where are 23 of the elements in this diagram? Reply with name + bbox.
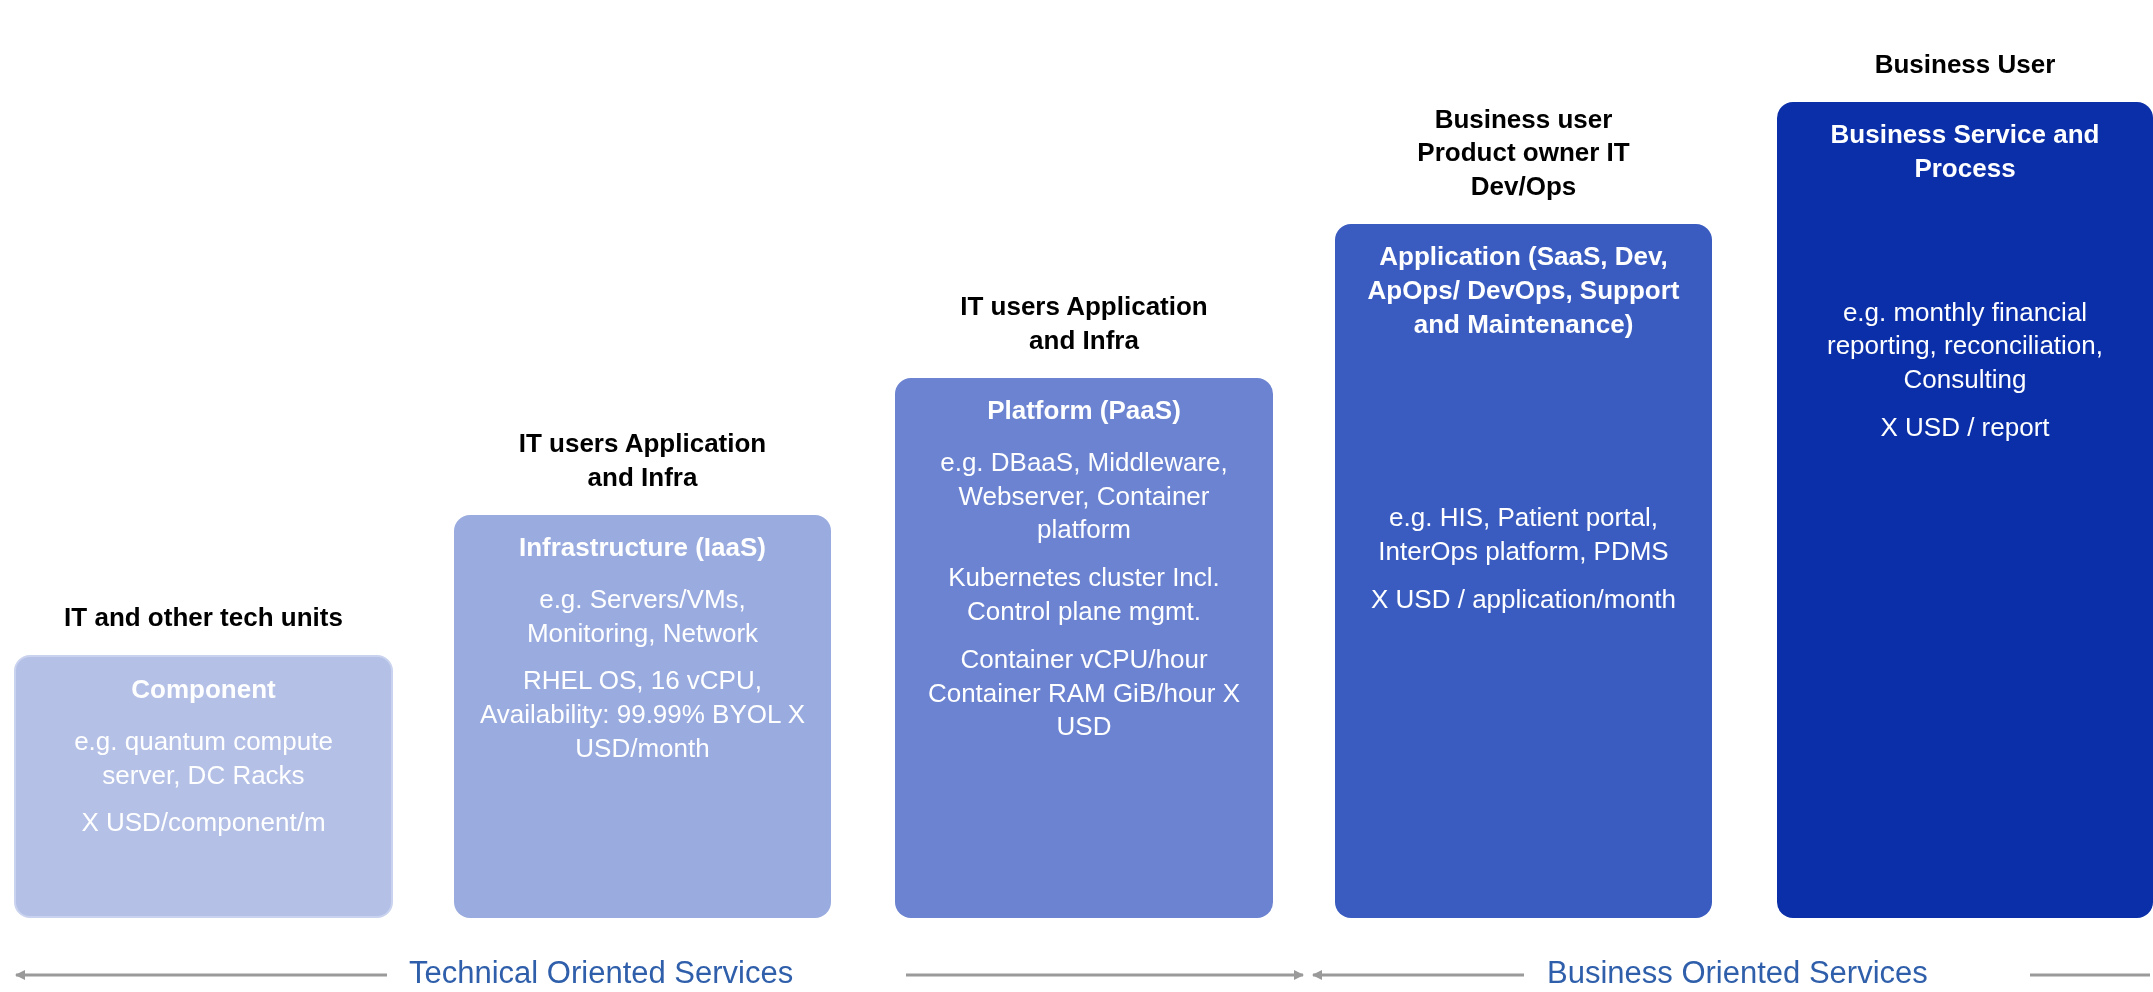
service-range-label: Business Oriented Services [1547, 955, 1928, 991]
service-title: Business Service and Process [1829, 118, 2101, 185]
service-description: e.g. HIS, Patient portal, InterOps platform, PDMS [1377, 501, 1670, 569]
service-description: X USD/component/m [80, 806, 327, 840]
service-description: RHEL OS, 16 vCPU, Availability: 99.99% BYOL X USD/month [478, 664, 807, 765]
service-title: Component [131, 673, 276, 706]
service-description: e.g. Servers/VMs, Monitoring, Network [525, 582, 760, 650]
service-description: e.g. DBaaS, Middleware, Webserver, Container platform [939, 445, 1229, 547]
audience-heading: IT users Application and Infra [959, 290, 1209, 358]
audience-heading: Business User [1873, 48, 2057, 82]
service-description: X USD / report [1879, 411, 2051, 444]
service-title: Application (SaaS, Dev, ApOps/ DevOps, Support and Maintenance) [1366, 240, 1681, 341]
service-description: Container vCPU/hour Container RAM GiB/hour X USD [926, 642, 1242, 744]
audience-heading: IT users Application and Infra [517, 427, 768, 495]
service-title: Platform (PaaS) [987, 394, 1181, 427]
service-description: X USD / application/month [1370, 583, 1677, 616]
audience-heading: IT and other tech units [63, 601, 344, 635]
service-description: Kubernetes cluster Incl. Control plane mgmt. [947, 561, 1221, 628]
service-title: Infrastructure (IaaS) [518, 531, 767, 564]
service-range-label: Technical Oriented Services [409, 955, 794, 991]
service-description: e.g. quantum compute server, DC Racks [73, 724, 334, 792]
audience-heading: Business user Product owner IT Dev/Ops [1416, 102, 1631, 204]
service-description: e.g. monthly financial reporting, reconciliation, Consulting [1825, 295, 2104, 397]
